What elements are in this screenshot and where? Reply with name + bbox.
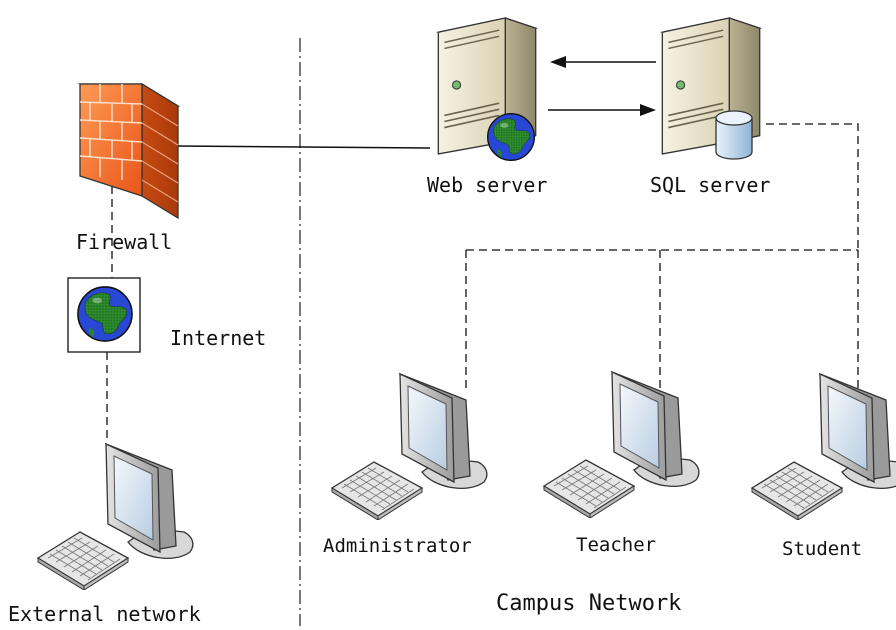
sql-to-web-arrowhead bbox=[550, 56, 566, 68]
web-server-icon[interactable] bbox=[437, 17, 537, 161]
external-computer-icon[interactable] bbox=[37, 443, 194, 590]
administrator-computer-icon[interactable] bbox=[331, 373, 488, 520]
sql-server-label: SQL server bbox=[650, 173, 770, 197]
database-icon bbox=[715, 110, 753, 160]
firewall-label: Firewall bbox=[76, 230, 172, 254]
firewall-icon[interactable] bbox=[77, 82, 181, 220]
student-computer-icon[interactable] bbox=[751, 373, 896, 520]
connections bbox=[106, 38, 859, 626]
student-label: Student bbox=[782, 538, 862, 560]
administrator-label: Administrator bbox=[323, 535, 472, 557]
sql-server-icon[interactable] bbox=[661, 17, 761, 160]
teacher-label: Teacher bbox=[576, 534, 656, 556]
teacher-computer-icon[interactable] bbox=[543, 371, 700, 518]
web-server-label: Web server bbox=[427, 173, 547, 197]
internet-label: Internet bbox=[170, 326, 266, 350]
globe-icon[interactable] bbox=[67, 277, 141, 353]
external-network-label: External network bbox=[8, 602, 201, 626]
web-to-sql-arrowhead bbox=[640, 104, 656, 116]
sql-campus-link bbox=[766, 123, 859, 250]
firewall-web-link bbox=[175, 145, 431, 149]
campus-network-label: Campus Network bbox=[496, 591, 681, 616]
web-globe-icon bbox=[486, 112, 535, 161]
